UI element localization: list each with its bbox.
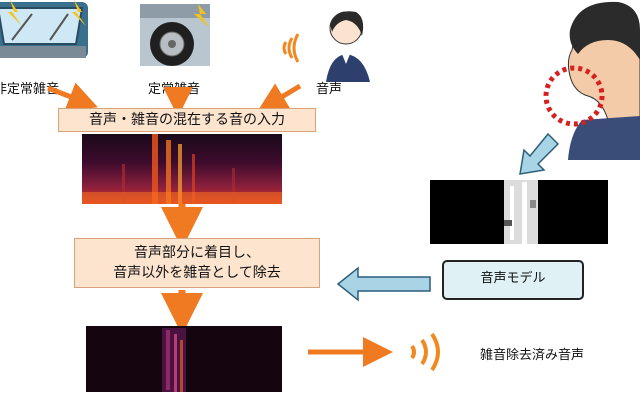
tire-icon	[140, 4, 212, 66]
blue-arrow-model-to-process	[336, 266, 431, 302]
output-label: 雑音除去済み音声	[480, 348, 585, 363]
input-spectrogram	[82, 134, 282, 204]
process-box: 音声部分に着目し、 音声以外を雑音として除去	[74, 238, 320, 288]
sound-wave-icon	[404, 330, 454, 374]
arrow-windshield-to-input	[47, 82, 98, 111]
output-spectrogram	[86, 326, 282, 392]
speaking-person-icon	[280, 2, 380, 82]
input-box-label: 音声・雑音の混在する音の入力	[89, 112, 285, 128]
input-box: 音声・雑音の混在する音の入力	[58, 108, 316, 132]
model-spectrogram	[430, 180, 608, 244]
speech-model-label: 音声モデル	[480, 271, 546, 286]
face-icon	[543, 0, 640, 160]
process-box-line2: 音声以外を雑音として除去	[113, 265, 281, 281]
arrow-speaker-to-input	[257, 83, 302, 112]
source-label-speaker: 音声	[316, 82, 343, 97]
speech-model-box: 音声モデル	[442, 260, 584, 300]
process-box-line1: 音声部分に着目し、	[134, 245, 260, 261]
source-label-windshield: 非定常雑音	[0, 82, 60, 97]
windshield-rain-icon	[0, 0, 92, 62]
blue-arrow-face-to-model	[519, 132, 560, 175]
